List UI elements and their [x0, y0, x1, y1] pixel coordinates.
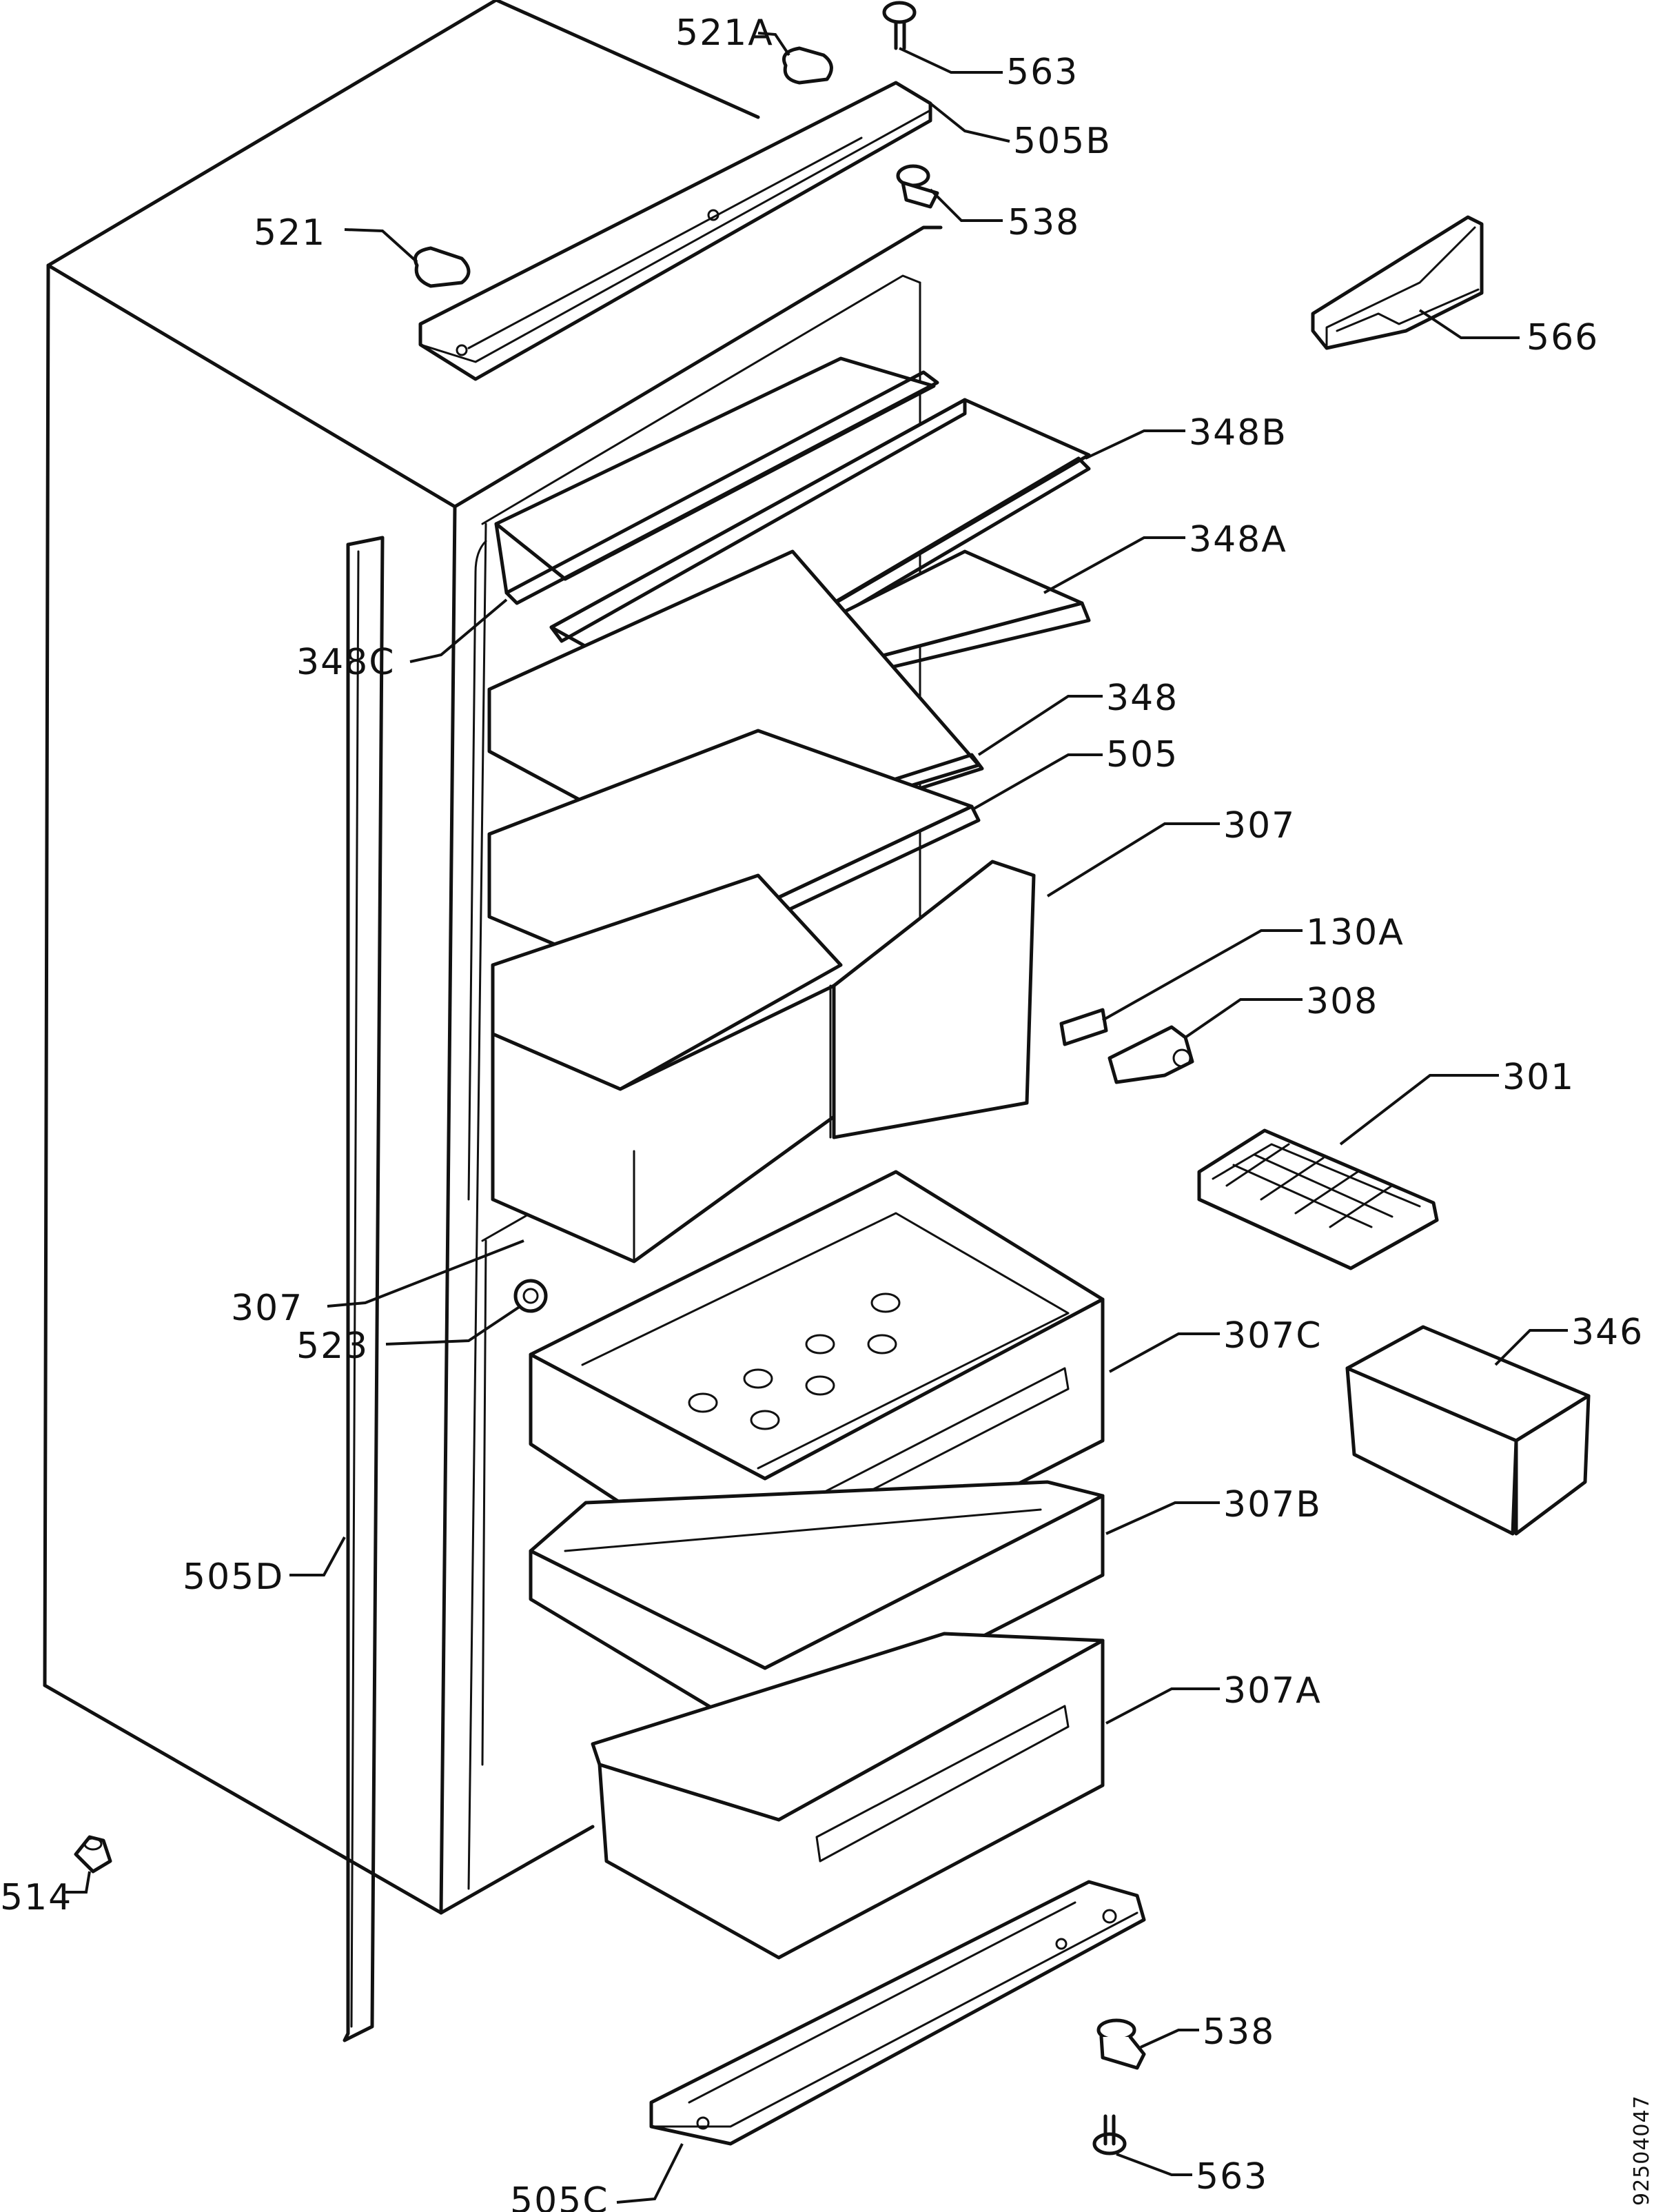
glass-shelf-348c: [494, 356, 939, 605]
door-bin-346: [1345, 1325, 1591, 1536]
leader-lines: [65, 32, 1568, 2204]
callout-538-bottom: 538: [1203, 2011, 1275, 2053]
hinge-cover-521a: [782, 46, 833, 85]
callout-labels: 521A 563 505B 538 521 566 348B 348A 348C…: [0, 12, 1644, 2212]
callout-307-left: 307: [231, 1288, 303, 1329]
callout-348a: 348A: [1189, 519, 1287, 560]
top-hinge-bracket-505b: [418, 81, 932, 381]
callout-505d: 505D: [183, 1556, 284, 1598]
callout-348: 348: [1106, 678, 1178, 719]
bottom-hinge-bracket-505c: [649, 1880, 1146, 2146]
callout-308: 308: [1306, 981, 1378, 1022]
screw-563-bottom: [1092, 2114, 1127, 2155]
callout-505c: 505C: [510, 2180, 609, 2212]
callout-505: 505: [1106, 734, 1178, 775]
callout-514: 514: [0, 1877, 72, 1918]
switch-130a: [1059, 1008, 1108, 1046]
callout-505b: 505B: [1013, 121, 1112, 162]
callout-346: 346: [1571, 1312, 1644, 1353]
callout-348c: 348C: [296, 642, 396, 683]
hinge-cover-521: [414, 246, 471, 288]
adjustable-foot-514: [74, 1835, 112, 1874]
callout-538-top: 538: [1008, 202, 1080, 243]
callout-301: 301: [1502, 1057, 1575, 1098]
callout-563-top: 563: [1006, 52, 1079, 93]
bracket-566: [1311, 215, 1484, 350]
callout-307a: 307A: [1223, 1670, 1322, 1712]
hinge-pin-538-bottom: [1096, 2018, 1146, 2070]
document-number: 92504047: [1630, 2095, 1654, 2206]
hinge-pin-538-top: [896, 164, 939, 209]
callout-307b: 307B: [1223, 1484, 1322, 1525]
callout-348b: 348B: [1189, 412, 1287, 454]
callout-307c: 307C: [1223, 1315, 1323, 1357]
freezer-drawer-307b: [529, 1480, 1105, 1746]
freezer-drawer-307a: [591, 1632, 1105, 1960]
refrigerator-cabinet: [43, 0, 943, 2042]
crisper-drawer-307-upper: [491, 860, 1036, 1264]
thermostat-knob-308: [1107, 1025, 1194, 1084]
screw-563-top: [882, 1, 917, 50]
button-523: [513, 1279, 548, 1313]
callout-563-bottom: 563: [1196, 2156, 1268, 2198]
callout-307-right: 307: [1223, 805, 1296, 846]
ice-cube-tray-301: [1197, 1128, 1439, 1270]
callout-521a: 521A: [675, 12, 774, 54]
callout-523: 523: [296, 1326, 369, 1367]
callout-521: 521: [254, 212, 326, 254]
callout-566: 566: [1527, 317, 1599, 358]
callout-130a: 130A: [1306, 912, 1405, 953]
